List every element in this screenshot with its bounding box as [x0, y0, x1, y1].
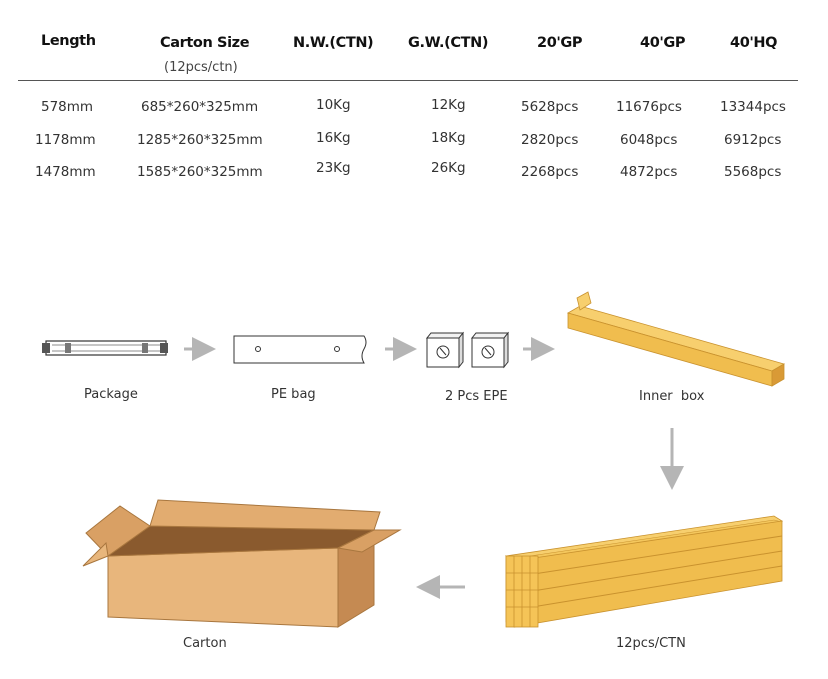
- cell-length: 578mm: [41, 99, 94, 115]
- cell-carton: 1585*260*325mm: [137, 164, 263, 180]
- label-package: Package: [84, 387, 138, 402]
- bundle-stack-icon: [504, 515, 784, 628]
- label-pe-bag: PE bag: [271, 387, 316, 402]
- cell-gw: 12Kg: [431, 97, 466, 113]
- cell-nw: 10Kg: [316, 97, 351, 113]
- header-carton-size: Carton Size: [160, 35, 250, 51]
- cell-nw: 23Kg: [316, 160, 351, 176]
- cell-40hq: 6912pcs: [724, 132, 782, 148]
- cell-gw: 18Kg: [431, 130, 466, 146]
- header-divider: [18, 80, 798, 81]
- epe-block-icon: [470, 331, 510, 369]
- cell-carton: 685*260*325mm: [141, 99, 259, 115]
- header-40gp: 40'GP: [640, 35, 686, 51]
- cell-40gp: 6048pcs: [620, 132, 678, 148]
- epe-block-icon: [425, 331, 465, 369]
- cell-40hq: 13344pcs: [720, 99, 786, 115]
- header-20gp: 20'GP: [537, 35, 583, 51]
- label-inner-box: Inner box: [639, 389, 705, 404]
- inner-box-icon: [566, 291, 786, 387]
- cell-40gp: 4872pcs: [620, 164, 678, 180]
- label-carton: Carton: [183, 636, 227, 651]
- cell-length: 1178mm: [35, 132, 96, 148]
- cell-carton: 1285*260*325mm: [137, 132, 263, 148]
- cell-40gp: 11676pcs: [616, 99, 682, 115]
- cell-20gp: 2820pcs: [521, 132, 579, 148]
- cell-40hq: 5568pcs: [724, 164, 782, 180]
- label-epe: 2 Pcs EPE: [445, 389, 508, 404]
- carton-box-icon: [82, 499, 402, 628]
- cell-20gp: 2268pcs: [521, 164, 579, 180]
- cell-length: 1478mm: [35, 164, 96, 180]
- cell-20gp: 5628pcs: [521, 99, 579, 115]
- pe-bag-icon: [233, 335, 367, 364]
- package-fixture-icon: [42, 340, 168, 356]
- header-gw: G.W.(CTN): [408, 35, 489, 51]
- label-12pcs-ctn: 12pcs/CTN: [616, 636, 686, 651]
- header-40hq: 40'HQ: [730, 35, 778, 51]
- cell-nw: 16Kg: [316, 130, 351, 146]
- header-length: Length: [41, 33, 96, 49]
- header-carton-size-sub: (12pcs/ctn): [164, 60, 238, 75]
- cell-gw: 26Kg: [431, 160, 466, 176]
- header-nw: N.W.(CTN): [293, 35, 374, 51]
